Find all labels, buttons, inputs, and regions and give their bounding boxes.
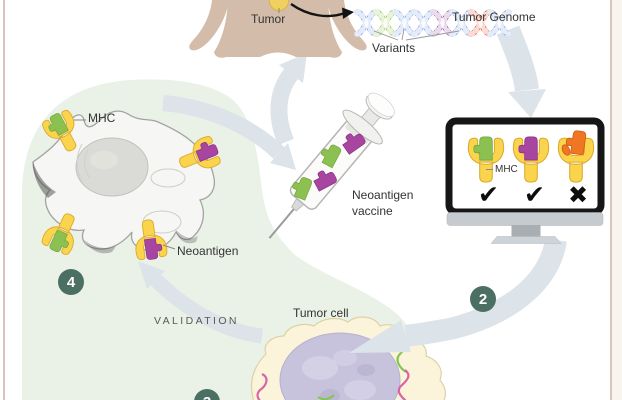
check-icon: ✔ — [524, 180, 545, 209]
rna-squiggle-pink — [397, 369, 410, 400]
label-leaders — [74, 119, 176, 250]
arrow-validation — [138, 261, 264, 344]
cross-icon: ✖ — [568, 181, 589, 209]
syringe — [268, 92, 395, 239]
right-margin — [612, 0, 622, 400]
check-icon: ✔ — [478, 180, 499, 209]
rna-squiggle-pink — [256, 373, 268, 400]
monitor-mhc-label: MHC — [495, 164, 518, 175]
antigen-presenting-cell — [32, 110, 216, 254]
vaccine-label-line1: Neoantigen — [352, 188, 414, 202]
cell-mhc-label: MHC — [88, 111, 116, 125]
computer-monitor — [445, 117, 605, 244]
vaccine-label: Neoantigen vaccine — [352, 188, 413, 219]
tumor-genome-label: Tumor Genome — [452, 10, 536, 24]
step-badge-3: 3 — [194, 389, 220, 400]
variants-label: Variants — [372, 41, 416, 55]
predicted-mhc-orange-mismatch — [557, 128, 595, 183]
dna-helix — [354, 9, 512, 37]
arrow-tumor-to-genome — [290, 3, 354, 19]
tumor-label: Tumor — [251, 12, 286, 26]
vaccine-label-line2: vaccine — [352, 203, 393, 218]
left-frame-line — [3, 0, 5, 400]
arrow-cell-to-vaccine — [162, 95, 296, 170]
right-frame-line — [610, 0, 612, 400]
neoantigen-label: Neoantigen — [177, 244, 239, 258]
patient-body — [189, 0, 367, 58]
arrow-monitor-to-tumor-cell — [349, 237, 567, 353]
step-badge-4: 4 — [58, 269, 84, 295]
step-badge-2: 2 — [470, 286, 496, 312]
variant-leader-lines — [373, 28, 460, 41]
rna-squiggle-green — [317, 394, 335, 400]
arrow-genome-to-monitor — [496, 25, 546, 118]
arrow-vaccine-to-patient — [270, 53, 307, 146]
validation-label: VALIDATION — [154, 315, 239, 327]
tumor-cell-label: Tumor cell — [293, 306, 349, 320]
